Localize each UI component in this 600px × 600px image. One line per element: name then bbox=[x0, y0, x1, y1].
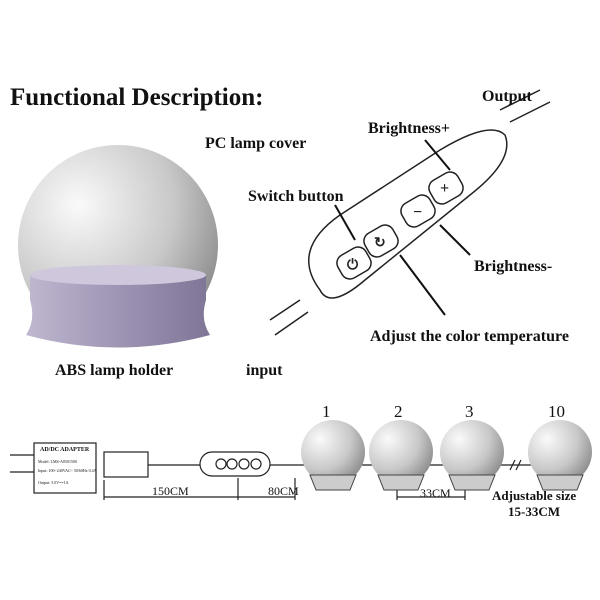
bulb-2 bbox=[369, 420, 433, 491]
label-pc-lamp-cover: PC lamp cover bbox=[205, 135, 307, 152]
controller-illustration: + − ↻ ⏻ bbox=[269, 89, 551, 336]
svg-text:↻: ↻ bbox=[374, 236, 386, 251]
lamp-illustration bbox=[18, 145, 218, 348]
adapter-output: Output: 5.0V==1A bbox=[38, 480, 69, 485]
dimension-150cm: 150CM bbox=[152, 484, 189, 498]
adapter-title: AD/DC ADAPTER bbox=[40, 447, 90, 453]
svg-text:+: + bbox=[440, 180, 449, 197]
adapter-input: Input: 100~240VAC~ 50/60Hz 0.4A bbox=[38, 468, 97, 473]
label-adjust-color: Adjust the color temperature bbox=[370, 328, 569, 345]
label-output: Output bbox=[482, 88, 532, 105]
adapter-model: Model: LMS-A0501500 bbox=[38, 459, 77, 464]
pointer-arrows bbox=[334, 139, 471, 316]
page-title: Functional Description: bbox=[10, 84, 264, 111]
bulb-1 bbox=[301, 420, 365, 491]
svg-text:⏻: ⏻ bbox=[347, 257, 358, 273]
bulb-3 bbox=[440, 420, 504, 491]
label-brightness-minus: Brightness- bbox=[474, 258, 553, 275]
dimension-80cm: 80CM bbox=[268, 484, 299, 498]
label-input: input bbox=[246, 362, 283, 379]
label-switch-button: Switch button bbox=[248, 188, 344, 205]
bulb-number-3: 3 bbox=[465, 402, 474, 421]
svg-text:−: − bbox=[413, 204, 422, 221]
label-brightness-plus: Brightness+ bbox=[368, 120, 451, 137]
bulbs bbox=[301, 420, 592, 491]
label-abs-lamp-holder: ABS lamp holder bbox=[55, 362, 174, 379]
adjustable-size-label: Adjustable size bbox=[492, 488, 577, 503]
bulb-number-1: 1 bbox=[322, 402, 331, 421]
bulb-10 bbox=[528, 420, 592, 491]
dimension-33cm: 33CM bbox=[420, 486, 451, 500]
wiring-layout bbox=[10, 442, 580, 500]
bulb-number-2: 2 bbox=[394, 402, 403, 421]
adjustable-size-range: 15-33CM bbox=[508, 504, 560, 519]
bulb-number-10: 10 bbox=[548, 402, 565, 421]
